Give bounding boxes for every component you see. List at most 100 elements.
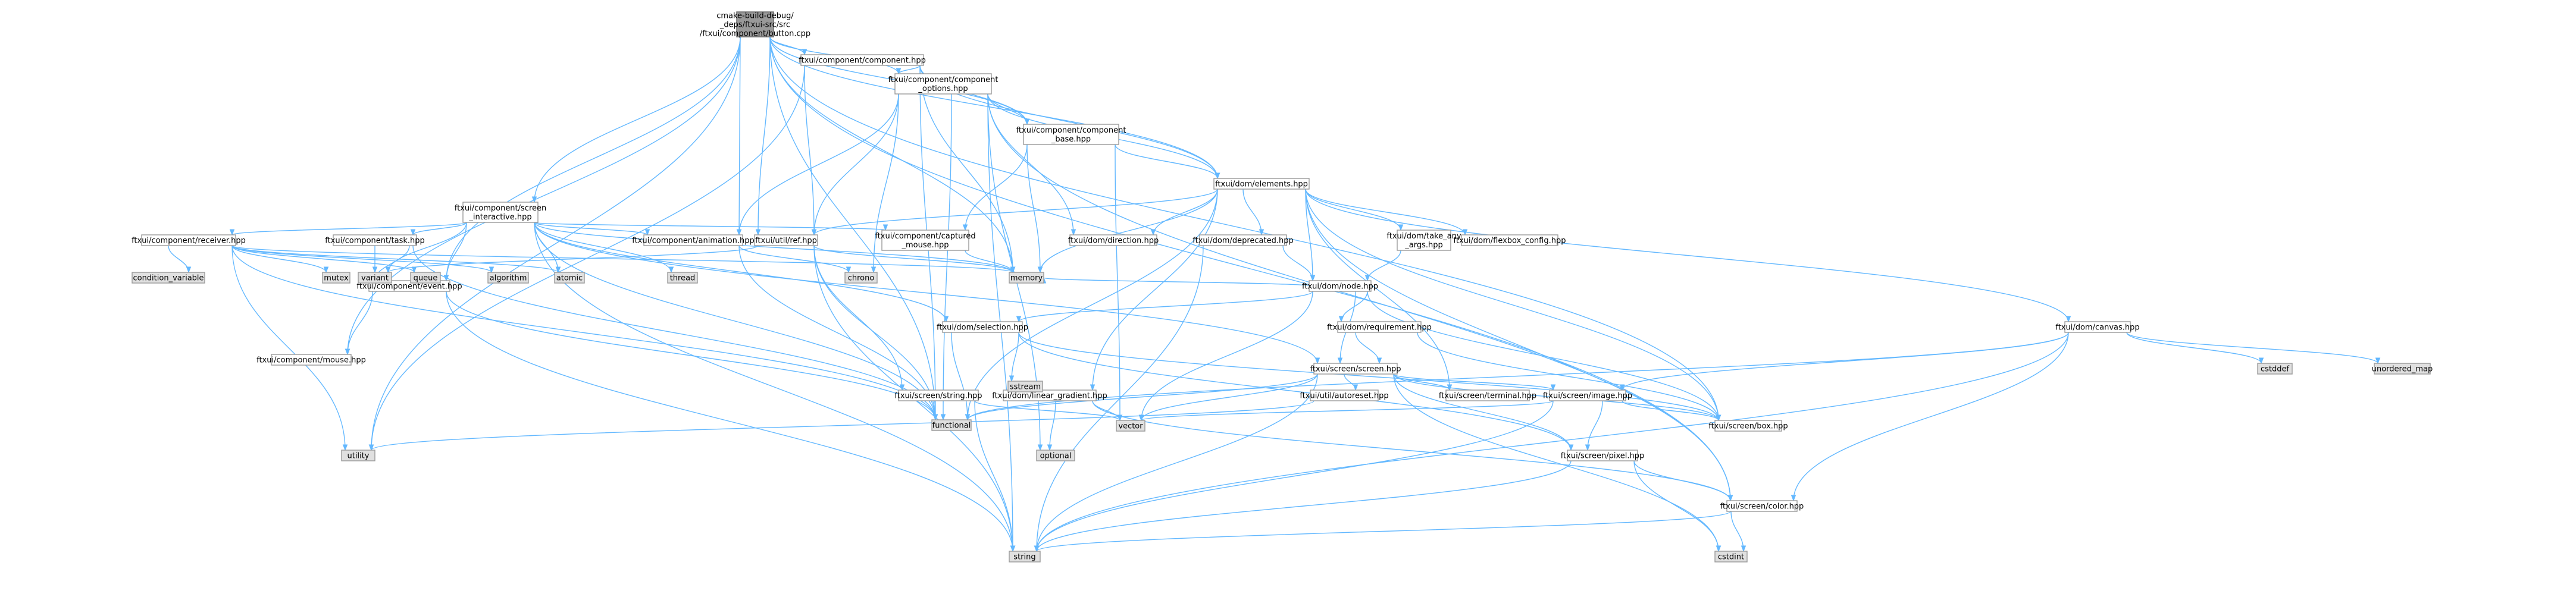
graph-node-color[interactable]: ftxui/screen/color.hpp <box>1720 500 1804 512</box>
edge-ref-to-variant <box>387 245 759 273</box>
graph-node-requirement[interactable]: ftxui/dom/requirement.hpp <box>1327 321 1432 333</box>
graph-node-algorithm: algorithm <box>487 272 529 284</box>
edge-image-to-vector <box>1141 400 1554 421</box>
node-label: ftxui/screen/pixel.hpp <box>1561 452 1645 461</box>
node-label: utility <box>348 452 370 461</box>
node-box <box>1567 450 1638 461</box>
edge-canvas-to-functional <box>967 332 2069 420</box>
edge-arrowhead <box>1034 545 1040 552</box>
edge-color-to-string <box>1036 511 1731 552</box>
graph-node-component-options[interactable]: ftxui/component/component_options.hpp <box>888 73 999 95</box>
edge-elements-to-flexbox-config <box>1305 188 1466 235</box>
edge-elements-to-ref <box>813 188 1218 235</box>
graph-node-component-base[interactable]: ftxui/component/component_base.hpp <box>1016 124 1126 145</box>
edge-arrowhead <box>2065 316 2071 323</box>
graph-node-selection[interactable]: ftxui/dom/selection.hpp <box>937 321 1028 333</box>
graph-node-task[interactable]: ftxui/component/task.hpp <box>325 234 425 246</box>
edge-receiver-to-functional <box>231 245 936 420</box>
edge-arrowhead <box>1376 357 1382 365</box>
node-box <box>1309 280 1372 292</box>
graph-node-utility: utility <box>341 450 375 461</box>
node-label: cmake-build-debug/ <box>716 12 794 21</box>
edge-component-options-to-chrono <box>873 93 899 273</box>
edge-image-to-box <box>1622 400 1719 421</box>
edge-elements-to-functional <box>967 188 1218 420</box>
edge-screen-screen-to-image <box>1393 373 1554 391</box>
graph-node-functional: functional <box>931 419 972 431</box>
node-box <box>898 389 979 401</box>
node-label: _deps/ftxui-src/src <box>719 21 790 30</box>
graph-node-box[interactable]: ftxui/screen/box.hpp <box>1708 420 1788 432</box>
edge-arrowhead <box>882 224 888 231</box>
edge-screen-screen-to-autoreset <box>1344 373 1356 391</box>
edge-event-to-mouse <box>347 291 373 355</box>
node-box <box>931 419 972 431</box>
graph-node-mouse[interactable]: ftxui/component/mouse.hpp <box>256 354 366 366</box>
edge-root-to-elements <box>769 36 1218 179</box>
edge-arrowhead <box>871 266 877 274</box>
graph-node-take-any-args[interactable]: ftxui/dom/take_any_args.hpp <box>1386 230 1461 251</box>
edge-component-hpp-to-memory <box>919 65 1013 273</box>
graph-node-direction[interactable]: ftxui/dom/direction.hpp <box>1068 234 1159 246</box>
edge-screen-interactive-to-receiver <box>231 222 467 235</box>
edge-arrowhead <box>1398 224 1404 231</box>
node-label: optional <box>1040 452 1072 461</box>
graph-node-terminal[interactable]: ftxui/screen/terminal.hpp <box>1439 389 1536 401</box>
graph-node-captured-mouse[interactable]: ftxui/component/captured_mouse.hpp <box>875 230 976 251</box>
node-label: ftxui/dom/canvas.hpp <box>2055 323 2139 332</box>
edge-root-to-ref <box>758 36 771 235</box>
edge-elements-to-linear-gradient <box>1092 188 1218 391</box>
edge-pixel-to-color <box>1633 460 1731 501</box>
edge-arrowhead <box>1364 275 1370 282</box>
node-label: ftxui/screen/color.hpp <box>1720 502 1804 511</box>
graph-node-flexbox-config[interactable]: ftxui/dom/flexbox_config.hpp <box>1454 234 1566 246</box>
graph-node-canvas[interactable]: ftxui/dom/canvas.hpp <box>2055 321 2140 333</box>
edge-selection-to-pixel <box>1018 332 1572 451</box>
graph-node-component-hpp[interactable]: ftxui/component/component.hpp <box>799 54 926 66</box>
graph-node-image[interactable]: ftxui/screen/image.hpp <box>1543 389 1632 401</box>
dependency-edges <box>168 36 2381 552</box>
node-box <box>2374 363 2431 375</box>
edge-node-to-memory <box>1043 277 1310 287</box>
node-label: ftxui/dom/selection.hpp <box>937 323 1028 332</box>
node-box <box>754 234 818 246</box>
edge-arrowhead <box>1337 357 1343 365</box>
edge-arrowhead <box>1462 229 1468 236</box>
edge-ref-to-memory <box>813 245 1013 273</box>
edge-root-to-color <box>769 36 1731 501</box>
edge-arrowhead <box>1619 384 1625 391</box>
node-box <box>1003 389 1097 401</box>
edge-arrowhead <box>1447 384 1453 391</box>
graph-node-root[interactable]: cmake-build-debug/_deps/ftxui-src/src/ft… <box>700 11 810 39</box>
graph-node-animation[interactable]: ftxui/component/animation.hpp <box>632 234 755 246</box>
graph-node-elements[interactable]: ftxui/dom/elements.hpp <box>1213 178 1310 190</box>
node-box <box>1116 420 1145 432</box>
graph-node-linear-gradient[interactable]: ftxui/dom/linear_gradient.hpp <box>992 389 1107 401</box>
graph-node-screen-screen[interactable]: ftxui/screen/screen.hpp <box>1310 363 1401 375</box>
node-box <box>487 272 529 284</box>
edge-arrowhead <box>555 266 561 274</box>
edge-elements-to-box <box>1305 188 1719 421</box>
graph-node-deprecated[interactable]: ftxui/dom/deprecated.hpp <box>1192 234 1294 246</box>
graph-node-screen-string[interactable]: ftxui/screen/string.hpp <box>894 389 982 401</box>
graph-node-chrono: chrono <box>844 272 878 284</box>
graph-node-screen-interactive[interactable]: ftxui/component/screen_interactive.hpp <box>455 202 547 223</box>
node-label: ftxui/component/captured <box>875 232 975 241</box>
edge-screen-string-to-vector <box>974 400 1120 421</box>
edge-selection-to-box <box>1018 332 1719 421</box>
node-label: ftxui/component/receiver.hpp <box>132 237 246 246</box>
graph-node-receiver[interactable]: ftxui/component/receiver.hpp <box>132 234 246 246</box>
node-label: condition_variable <box>133 274 204 283</box>
graph-node-node[interactable]: ftxui/dom/node.hpp <box>1302 280 1378 292</box>
graph-node-pixel[interactable]: ftxui/screen/pixel.hpp <box>1561 450 1645 461</box>
edge-component-hpp-to-component-options <box>898 65 921 74</box>
graph-node-ref[interactable]: ftxui/util/ref.hpp <box>754 234 818 246</box>
node-label: ftxui/component/animation.hpp <box>632 237 755 246</box>
edge-root-to-screen-interactive <box>534 36 741 203</box>
node-label: ftxui/component/screen <box>455 204 547 213</box>
edge-arrowhead <box>229 229 235 236</box>
graph-node-autoreset[interactable]: ftxui/util/autoreset.hpp <box>1300 389 1389 401</box>
edge-arrowhead <box>1727 495 1733 502</box>
node-box <box>1313 363 1398 375</box>
edge-arrowhead <box>1010 266 1016 274</box>
